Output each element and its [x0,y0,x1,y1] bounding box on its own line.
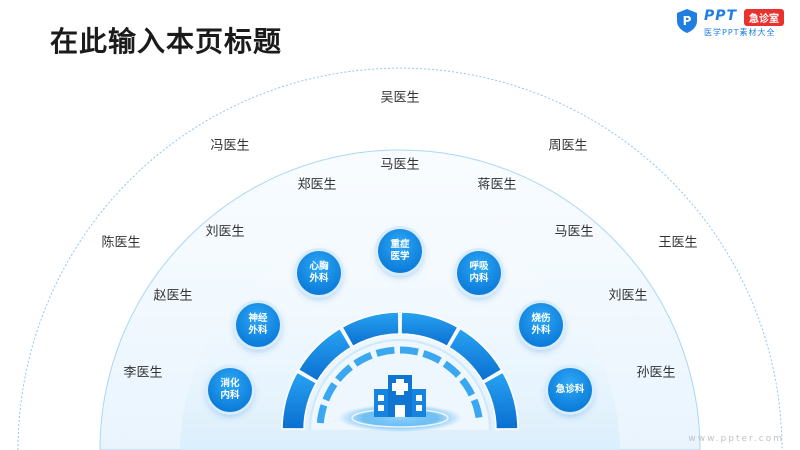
doctor-label: 马医生 [554,224,594,240]
doctor-label: 马医生 [380,157,420,173]
svg-text:P: P [683,14,692,28]
watermark: www.ppter.com [688,434,784,444]
gauge-segment [281,371,318,430]
department-circle[interactable]: 急诊科 [548,368,592,412]
doctor-label: 刘医生 [608,288,648,304]
department-circle[interactable]: 重症 医学 [378,229,422,273]
gauge-tick [353,352,373,367]
doctor-label: 孙医生 [636,365,676,381]
gauge-tick [442,360,462,378]
gauge-tick [375,346,395,357]
gauge-segment [482,371,519,430]
gauge-tick [322,382,338,402]
doctor-label: 冯医生 [210,138,250,154]
department-circle[interactable]: 烧伤 外科 [519,303,563,347]
department-label: 重症 医学 [390,239,410,262]
doctor-label: 郑医生 [297,177,337,193]
doctor-label: 周医生 [548,138,588,154]
gauge-segment [341,311,400,348]
doctor-label: 李医生 [123,365,163,381]
department-label: 神经 外科 [248,313,268,336]
gauge-segment [400,311,459,348]
department-label: 烧伤 外科 [531,313,551,336]
hospital-icon [374,375,426,417]
department-label: 心胸 外科 [309,261,329,284]
logo-badge: 急诊室 [744,9,784,26]
department-circle[interactable]: 消化 内科 [208,368,252,412]
doctor-label: 陈医生 [101,235,141,251]
doctor-label: 王医生 [658,235,698,251]
department-label: 急诊科 [555,384,585,395]
page-title: 在此输入本页标题 [50,25,283,58]
gauge-tick [422,350,442,364]
logo: P PPT 急诊室 医学PPT素材大全 [676,6,794,40]
department-label: 消化 内科 [220,378,240,401]
outer-arc [17,67,783,450]
doctor-label: 吴医生 [380,90,420,106]
gauge-tick [399,346,419,356]
gauge-segment [447,327,503,383]
logo-ppt-text: PPT [704,8,738,24]
department-circle[interactable]: 心胸 外科 [297,251,341,295]
department-circle[interactable]: 神经 外科 [236,303,280,347]
department-label: 呼吸 内科 [469,261,489,284]
logo-subtitle: 医学PPT素材大全 [704,28,776,37]
gauge-tick [470,398,483,419]
doctor-label: 蒋医生 [477,177,517,193]
gauge-segment [297,327,353,383]
gauge-tick [316,404,328,424]
gauge-tick [459,377,476,397]
department-circle[interactable]: 呼吸 内科 [457,251,501,295]
shield-p-icon: P [677,9,697,33]
doctor-label: 刘医生 [205,224,245,240]
gauge-tick [335,364,353,382]
doctor-label: 赵医生 [153,288,193,304]
